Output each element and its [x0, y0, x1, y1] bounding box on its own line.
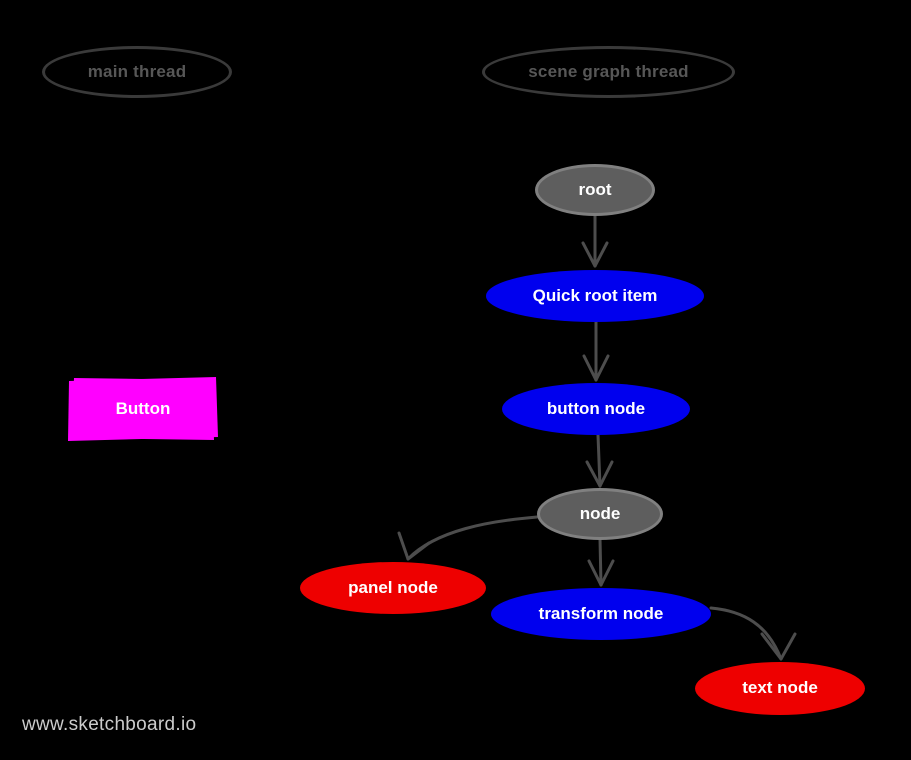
node-label: root [578, 179, 612, 199]
node-root[interactable]: root [535, 164, 655, 216]
node-label: panel node [348, 577, 438, 597]
lane-header-label: scene graph thread [528, 61, 689, 81]
lane-header-scene-graph-thread[interactable]: scene graph thread [482, 46, 735, 98]
edge-root-to-quick-root-item [581, 214, 609, 268]
node-button-node[interactable]: button node [502, 383, 690, 435]
node-quick-root-item[interactable]: Quick root item [486, 270, 704, 322]
edge-quick-root-item-to-button-node [582, 320, 610, 382]
watermark: www.sketchboard.io [22, 714, 197, 735]
node-label-wrapper: Button [66, 375, 220, 443]
edge-node-to-transform-node [587, 537, 615, 587]
edge-node-to-panel-node [397, 515, 539, 561]
node-transform-node[interactable]: transform node [491, 588, 711, 640]
node-text-node[interactable]: text node [695, 662, 865, 715]
lane-header-main-thread[interactable]: main thread [42, 46, 232, 98]
node-button[interactable]: Button [66, 375, 220, 443]
node-label: text node [742, 678, 818, 698]
node-label: node [579, 503, 621, 523]
edge-button-node-to-node [585, 433, 614, 488]
edge-transform-node-to-text-node [709, 606, 797, 661]
lane-header-label: main thread [87, 61, 187, 81]
node-node[interactable]: node [537, 488, 663, 540]
button-shape-outline [68, 377, 218, 441]
node-label: button node [546, 398, 646, 418]
node-label: Quick root item [532, 285, 658, 305]
node-label: transform node [538, 603, 664, 623]
node-label: Button [115, 399, 171, 418]
node-panel-node[interactable]: panel node [300, 562, 486, 614]
